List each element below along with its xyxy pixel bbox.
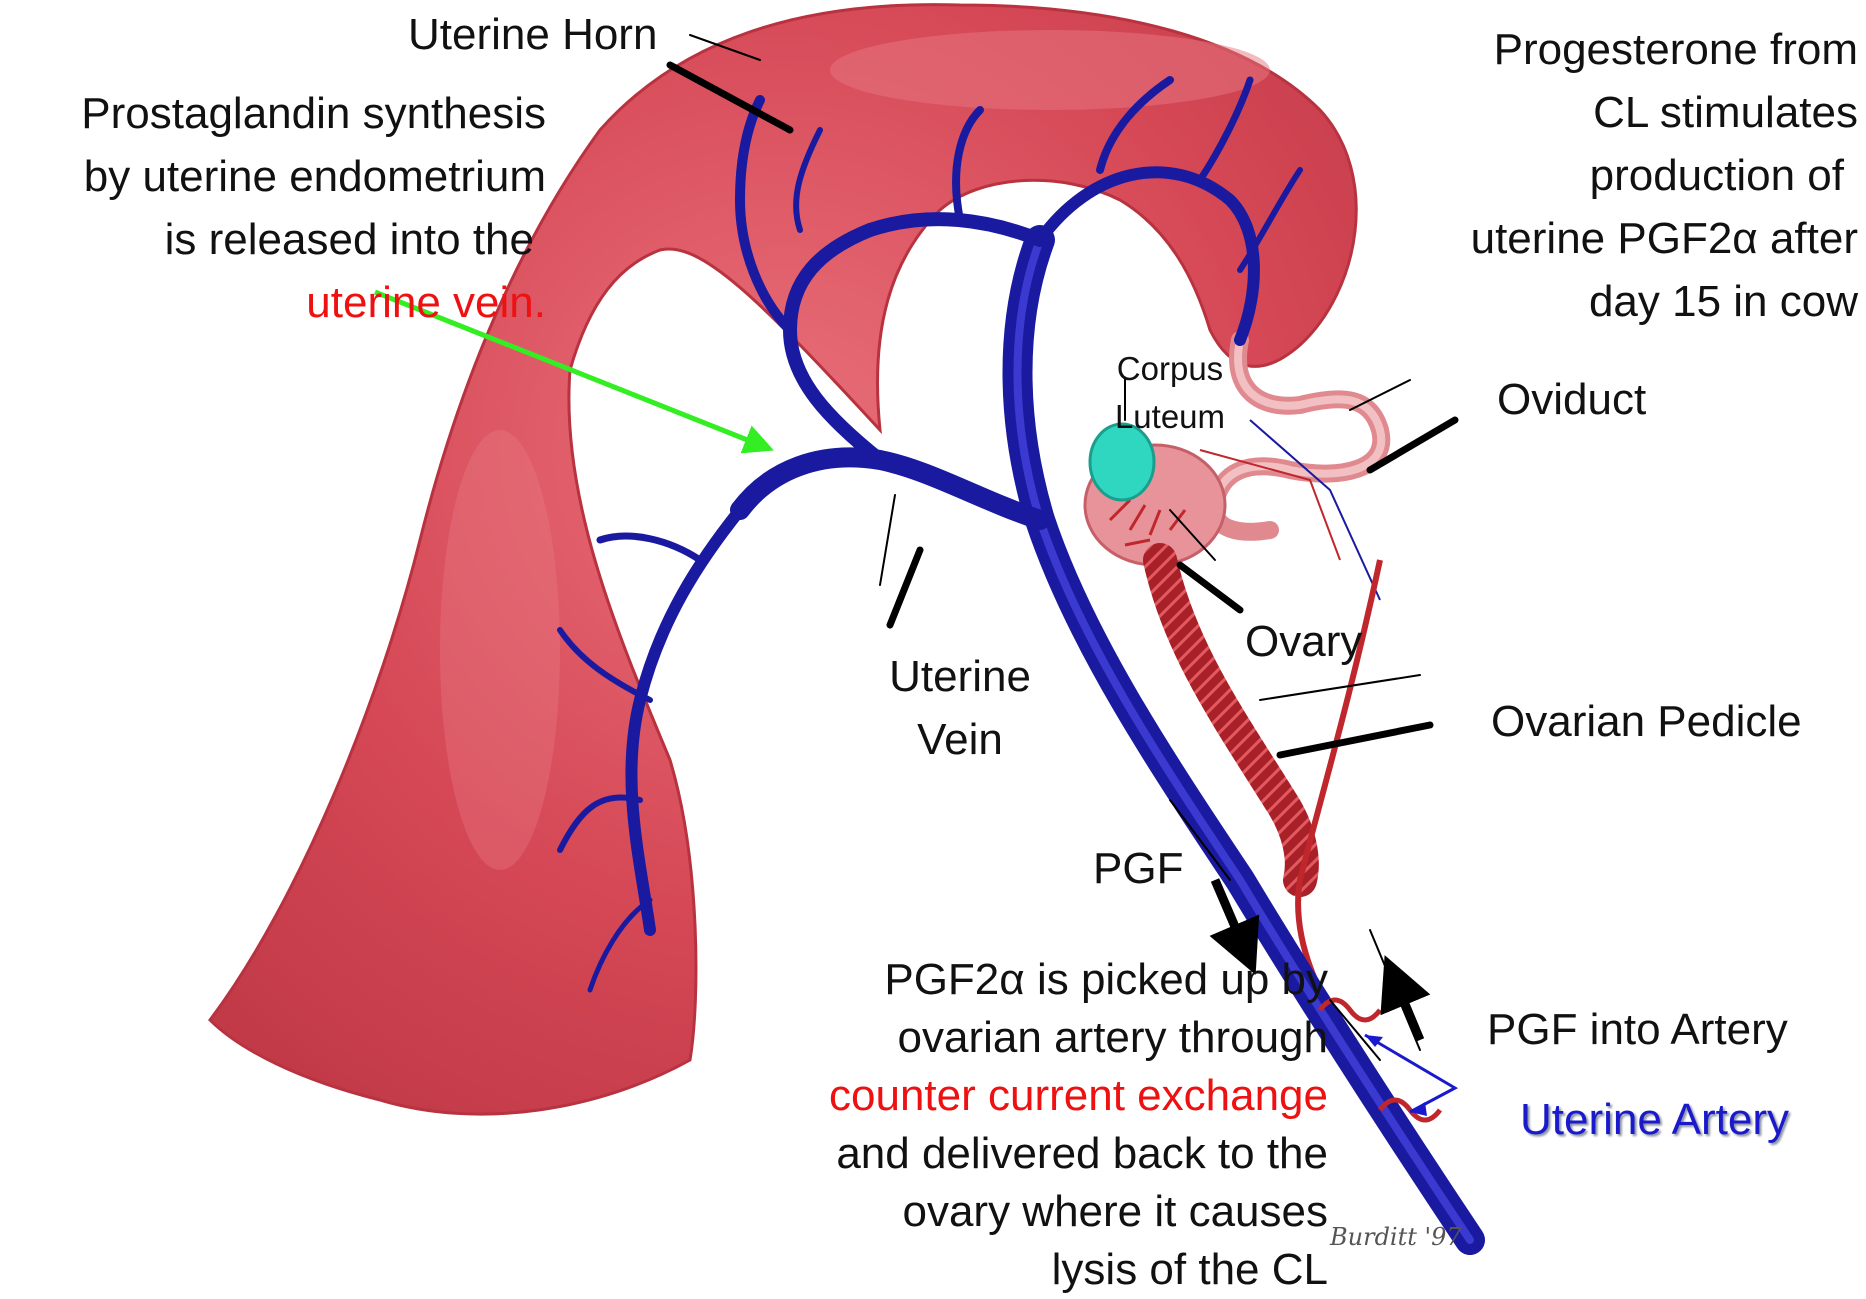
cc-line-6: lysis of the CL — [829, 1241, 1328, 1299]
label-ovary: Ovary — [1245, 610, 1362, 673]
pgf-up-arrow — [1395, 980, 1420, 1040]
pg-line-3: is released into the — [81, 208, 534, 271]
label-uterine-vein: Uterine Vein — [860, 645, 1060, 771]
cc-line-2: ovarian artery through — [829, 1009, 1328, 1067]
label-pgf: PGF — [1093, 837, 1183, 900]
cc-line-4: and delivered back to the — [829, 1125, 1328, 1183]
uv-line-2: Vein — [860, 708, 1060, 771]
artist-signature: Burditt '97 — [1329, 1223, 1462, 1251]
label-pgf-into-artery: PGF into Artery — [1487, 998, 1788, 1061]
pg-line-4: uterine vein. — [81, 271, 546, 334]
cc-line-3: counter current exchange — [829, 1067, 1328, 1125]
prog-line-5: day 15 in cow — [1471, 270, 1858, 333]
label-prostaglandin-synthesis: Prostaglandin synthesis by uterine endom… — [81, 82, 546, 334]
prog-line-2: CL stimulates — [1471, 81, 1858, 144]
label-uterine-artery: Uterine Artery — [1520, 1088, 1789, 1151]
pg-line-2: by uterine endometrium — [81, 145, 546, 208]
label-ovarian-pedicle: Ovarian Pedicle — [1491, 690, 1802, 753]
prog-line-4: uterine PGF2α after — [1471, 207, 1858, 270]
cl-line-1: Corpus — [1100, 345, 1240, 393]
label-uterine-horn: Uterine Horn — [408, 3, 657, 66]
label-oviduct: Oviduct — [1497, 368, 1646, 431]
pg-line-1: Prostaglandin synthesis — [81, 82, 546, 145]
prog-line-1: Progesterone from — [1471, 18, 1858, 81]
uv-line-1: Uterine — [860, 645, 1060, 708]
prog-line-3: production of — [1471, 144, 1844, 207]
label-countercurrent-exchange: PGF2α is picked up by ovarian artery thr… — [829, 951, 1328, 1299]
label-progesterone: Progesterone from CL stimulates producti… — [1471, 18, 1858, 333]
ovarian-pedicle-shape — [1160, 560, 1302, 880]
cc-line-1: PGF2α is picked up by — [829, 951, 1328, 1009]
label-corpus-luteum: Corpus Luteum — [1100, 345, 1240, 441]
cl-line-2: Luteum — [1100, 393, 1240, 441]
cc-line-5: ovary where it causes — [829, 1183, 1328, 1241]
